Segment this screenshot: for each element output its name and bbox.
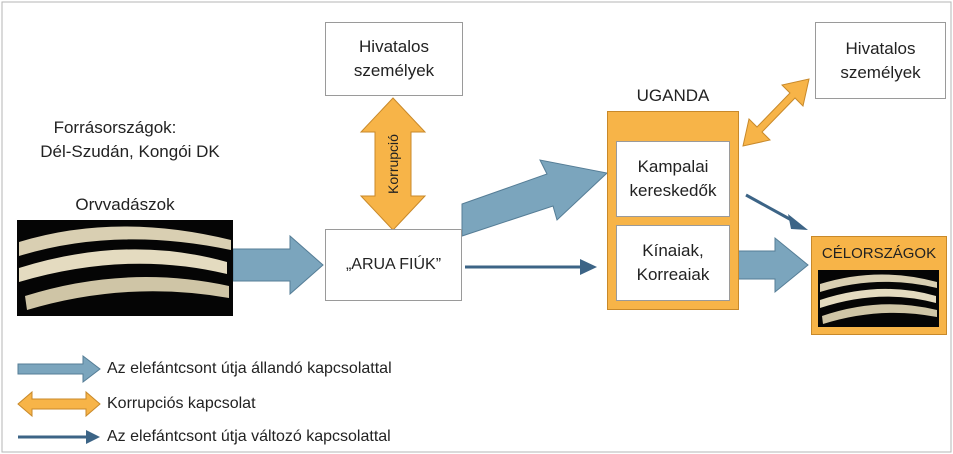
kampala-to-destinations-line <box>745 193 796 224</box>
ivory-tusks-small-image <box>818 270 939 327</box>
kampala-traders-box: Kampalai kereskedők <box>616 141 730 217</box>
officials-right-label: Hivatalos személyek <box>840 38 921 82</box>
legend-double-arrow-text: Korrupciós kapcsolat <box>107 395 256 412</box>
source-countries-title: Forrásországok: <box>53 118 177 137</box>
poachers-to-arua-arrow <box>232 234 324 296</box>
arua-box: „ARUA FIÚK” <box>325 229 462 301</box>
chinese-to-destinations-arrow <box>737 236 809 294</box>
destinations-label: CÉLORSZÁGOK <box>821 245 937 262</box>
chinese-koreans-label: Kínaiak, Korreaiak <box>636 241 710 284</box>
ivory-tusks-image <box>17 220 233 316</box>
source-countries-list: Dél-Szudán, Kongói DK <box>40 142 220 161</box>
legend-thin-arrow-text: Az elefántcsont útja változó kapcsolatta… <box>107 428 391 445</box>
corruption-diagonal-arrow <box>742 78 810 147</box>
legend-thin-arrow-head <box>86 430 100 444</box>
destinations-ivory-photo <box>818 270 939 327</box>
arua-label: „ARUA FIÚK” <box>345 256 442 273</box>
officials-top-box: Hivatalos személyek <box>325 22 463 96</box>
kampala-traders-label: Kampalai kereskedők <box>629 157 717 200</box>
arua-to-chinese-arrowhead <box>580 259 597 275</box>
kampala-to-destinations-arrowhead <box>788 214 808 230</box>
chinese-koreans-box: Kínaiak, Korreaiak <box>616 225 730 301</box>
uganda-label: UGANDA <box>636 86 710 105</box>
officials-right-box: Hivatalos személyek <box>815 22 946 99</box>
legend-double-arrow-shape <box>17 390 101 418</box>
poachers-ivory-photo <box>17 220 233 316</box>
corruption-label: Korrupció <box>385 134 401 194</box>
arua-to-kampala-arrow <box>461 159 609 237</box>
legend-thick-arrow-shape <box>17 354 101 384</box>
officials-top-label: Hivatalos személyek <box>353 37 435 80</box>
legend-thick-arrow-text: Az elefántcsont útja állandó kapcsolatta… <box>107 360 392 377</box>
poachers-label: Orvvadászok <box>75 195 175 214</box>
